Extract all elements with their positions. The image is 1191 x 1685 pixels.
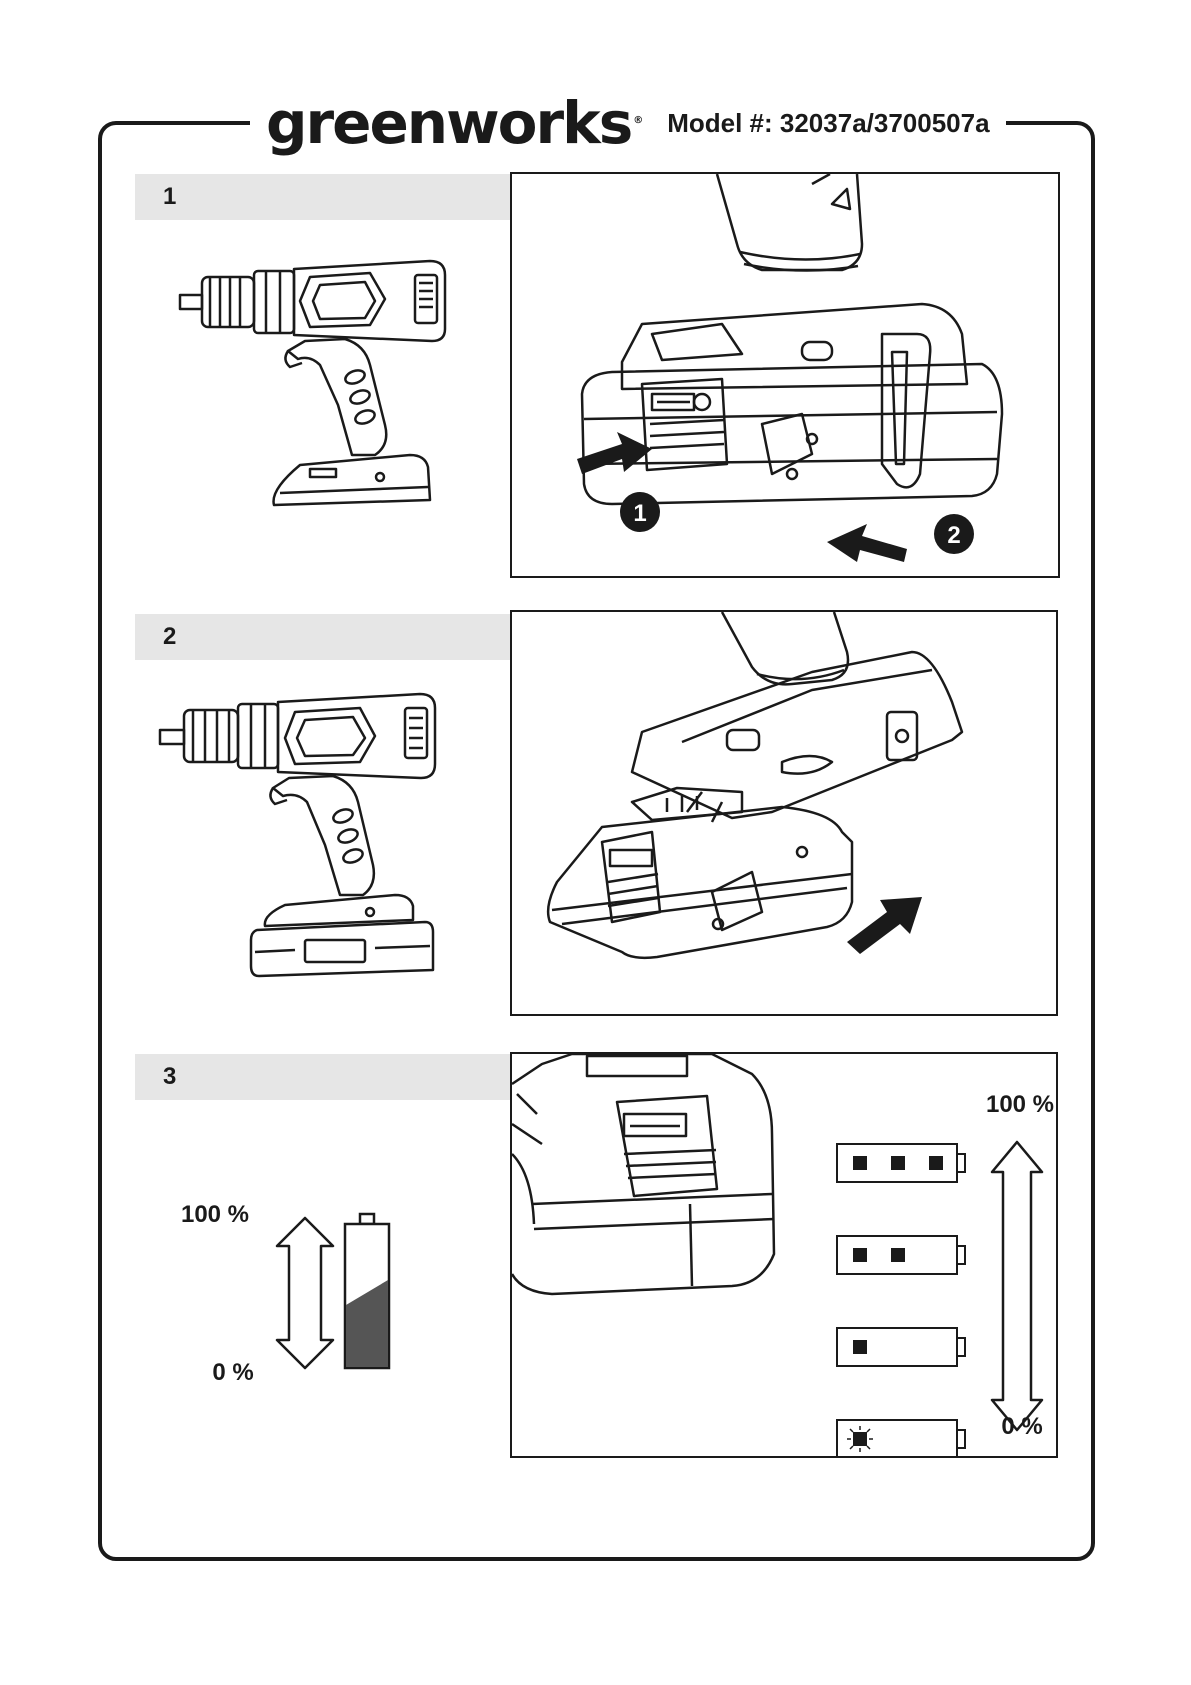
left-battery-gauge — [345, 1214, 389, 1368]
led-indicator-figure: 100 % 0 % — [510, 1052, 1058, 1458]
led-indicator-illustration: 100 % 0 % — [512, 1054, 1058, 1458]
led-level-row — [837, 1144, 965, 1182]
step-1-bar: 1 — [135, 174, 510, 220]
battery-insertion-figure — [510, 610, 1058, 1016]
callout-1: 1 — [633, 500, 646, 527]
brand-logo: greenworks® — [266, 94, 641, 152]
left-scale-bottom-label: 0 % — [212, 1359, 253, 1386]
battery-removal-figure: 1 2 — [510, 172, 1060, 578]
right-scale-bottom-label: 0 % — [1001, 1413, 1042, 1440]
battery-tip — [957, 1246, 965, 1264]
led-level-row — [837, 1420, 965, 1458]
battery-tip — [957, 1430, 965, 1448]
led-square — [929, 1156, 943, 1170]
battery-insertion-illustration — [512, 612, 1058, 1016]
left-double-arrow — [277, 1218, 333, 1368]
right-scale-top-label: 100 % — [986, 1091, 1054, 1118]
charge-scale-illustration: 100 % 0 % — [165, 1190, 405, 1390]
model-number: Model #: 32037a/3700507a — [667, 108, 989, 139]
right-double-arrow — [992, 1142, 1042, 1430]
page-header: greenworks® Model #: 32037a/3700507a — [250, 88, 1006, 158]
battery-tip — [957, 1338, 965, 1356]
step-2-bar: 2 — [135, 614, 510, 660]
led-level-row — [837, 1236, 965, 1274]
battery-tip — [957, 1154, 965, 1172]
left-scale-top-label: 100 % — [181, 1201, 249, 1228]
led-square — [853, 1432, 867, 1446]
led-square — [891, 1248, 905, 1262]
led-square — [853, 1156, 867, 1170]
callout-2: 2 — [947, 522, 960, 549]
led-level-row — [837, 1328, 965, 1366]
led-square — [853, 1248, 867, 1262]
drill-without-battery-illustration — [170, 255, 460, 510]
led-square — [891, 1156, 905, 1170]
step-3-bar: 3 — [135, 1054, 510, 1100]
drill-with-battery-illustration — [155, 690, 455, 980]
led-square — [853, 1340, 867, 1354]
battery-removal-illustration: 1 2 — [512, 174, 1060, 578]
